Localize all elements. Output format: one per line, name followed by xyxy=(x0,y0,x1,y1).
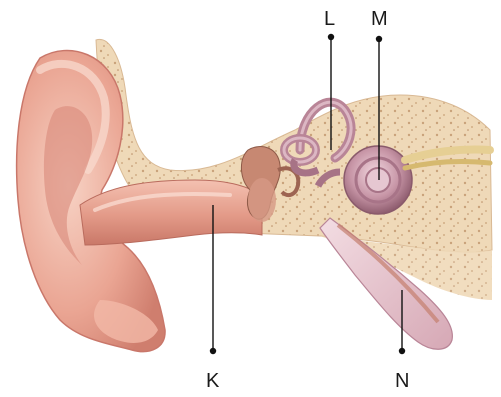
leader-dot-n xyxy=(399,348,405,354)
leader-dot-l xyxy=(328,34,334,40)
leader-dot-m xyxy=(376,36,382,42)
leader-dot-k xyxy=(210,348,216,354)
label-k: K xyxy=(206,370,220,392)
label-m: M xyxy=(371,8,388,30)
label-n: N xyxy=(395,370,409,392)
label-l: L xyxy=(324,8,335,30)
ear-canal xyxy=(80,180,262,245)
